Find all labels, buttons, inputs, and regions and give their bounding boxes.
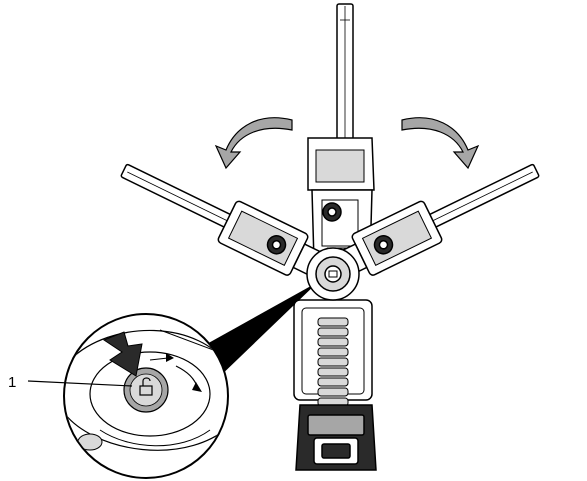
arm-left <box>120 163 333 282</box>
rotate-right-arrow-icon <box>401 117 480 170</box>
magnified-detail <box>63 313 229 479</box>
lock-release-button[interactable] <box>123 367 169 413</box>
unlock-symbol-icon <box>139 377 153 396</box>
tool-handle <box>293 299 377 471</box>
handle-grip <box>317 317 349 407</box>
arm-vertical <box>307 3 375 263</box>
callout-number-1: 1 <box>8 374 17 391</box>
rotate-left-arrow-icon <box>214 117 293 170</box>
pivot-hub <box>306 247 360 301</box>
callout-leader-line <box>27 380 133 387</box>
magnifier-pointer <box>196 282 318 382</box>
press-arrow-icon <box>102 331 143 377</box>
